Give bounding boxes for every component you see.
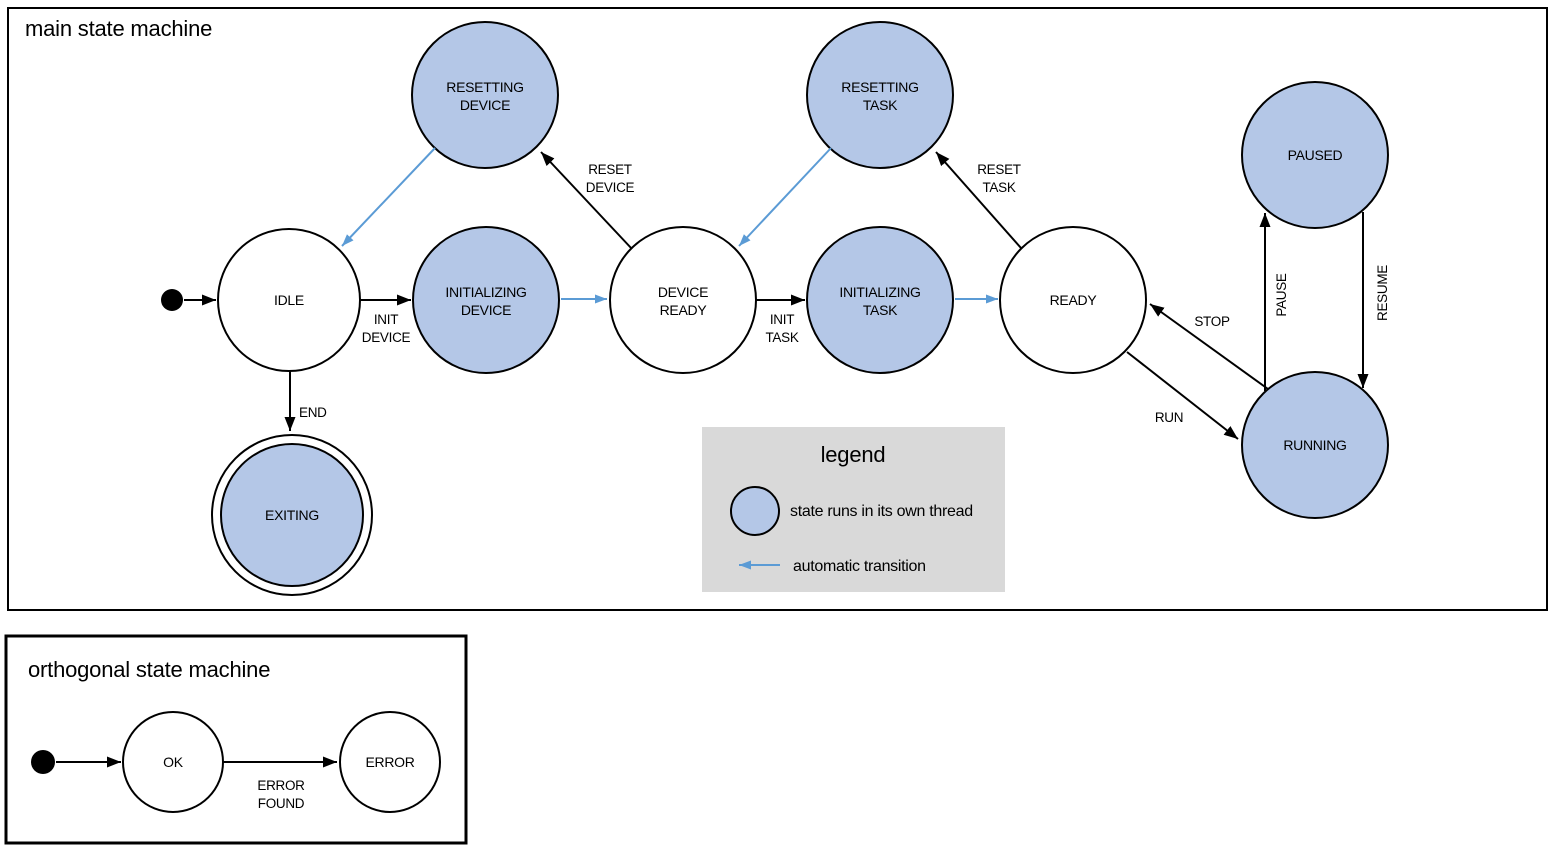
state-resetting-task-label-line1: RESETTING xyxy=(841,79,918,95)
transition-init-task-label-line2: TASK xyxy=(765,330,798,345)
state-exiting xyxy=(220,443,364,587)
transition-error-found-label-line2: FOUND xyxy=(258,796,305,811)
transition-init-device-label-line1: INIT xyxy=(374,312,398,327)
transition-error-found-label-line1: ERROR xyxy=(257,778,305,793)
transition-reset-task-label-line1: RESET xyxy=(977,162,1021,177)
main-initial-state-dot xyxy=(161,289,183,311)
state-resetting-task-label-line2: TASK xyxy=(863,97,898,113)
transition-run-label: RUN xyxy=(1155,410,1183,425)
state-ok-label: OK xyxy=(163,754,184,770)
main-machine-frame xyxy=(7,7,1548,611)
transition-reset-device-label-line2: DEVICE xyxy=(586,180,635,195)
auto-transition-resetting-device-to-idle-arrow xyxy=(341,147,436,247)
state-ready-label: READY xyxy=(1050,292,1098,308)
transition-reset-device-arrow xyxy=(540,151,633,250)
transition-reset-task-label-line2: TASK xyxy=(982,180,1015,195)
state-initializing-task-label-line1: INITIALIZING xyxy=(839,284,920,300)
state-idle-label: IDLE xyxy=(274,292,304,308)
state-resetting-device-label-line1: RESETTING xyxy=(446,79,523,95)
state-device-ready-label-line2: READY xyxy=(660,302,708,318)
transition-end-label: END xyxy=(299,405,327,420)
transition-pause-label: PAUSE xyxy=(1274,273,1289,317)
state-initializing-task xyxy=(806,226,954,374)
auto-transition-resetting-task-to-device-ready-arrow xyxy=(738,147,832,247)
state-paused-label: PAUSED xyxy=(1288,147,1343,163)
state-initializing-device-label-line2: DEVICE xyxy=(461,302,511,318)
state-initializing-task-label-line2: TASK xyxy=(863,302,898,318)
state-error-label: ERROR xyxy=(365,754,414,770)
orthogonal-machine-title: orthogonal state machine xyxy=(28,657,270,682)
transition-reset-task-arrow xyxy=(935,151,1022,249)
legend-title: legend xyxy=(821,442,886,467)
transition-run-arrow xyxy=(1126,351,1239,440)
state-running-label: RUNNING xyxy=(1283,437,1346,453)
legend-auto-transition-note: automatic transition xyxy=(793,558,926,575)
state-exiting-label: EXITING xyxy=(265,507,319,523)
transition-init-task-label-line1: INIT xyxy=(770,312,794,327)
state-initializing-device xyxy=(412,226,560,374)
state-paused xyxy=(1241,81,1389,229)
state-device-ready-label-line1: DEVICE xyxy=(658,284,708,300)
orthogonal-machine-frame xyxy=(4,634,468,845)
legend-threaded-state-icon xyxy=(730,486,780,536)
transition-reset-device-label-line1: RESET xyxy=(588,162,632,177)
state-initializing-device-label-line1: INITIALIZING xyxy=(445,284,526,300)
state-resetting-device xyxy=(411,21,559,169)
state-running xyxy=(1241,371,1389,519)
main-machine-title: main state machine xyxy=(25,16,212,41)
state-resetting-task xyxy=(806,21,954,169)
transition-stop-label: STOP xyxy=(1194,314,1230,329)
orthogonal-initial-state-dot xyxy=(31,750,55,774)
state-error xyxy=(339,711,441,813)
state-resetting-device-label-line2: DEVICE xyxy=(460,97,510,113)
transition-resume-label: RESUME xyxy=(1375,265,1390,321)
transition-init-device-label-line2: DEVICE xyxy=(362,330,411,345)
state-ready xyxy=(999,226,1147,374)
transition-stop-arrow xyxy=(1149,303,1269,390)
legend-threaded-state-note: state runs in its own thread xyxy=(790,503,973,520)
